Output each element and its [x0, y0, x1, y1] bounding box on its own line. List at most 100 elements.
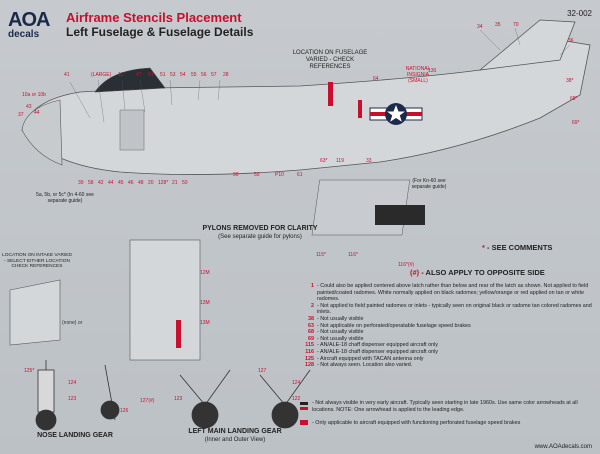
main-gear-drawing — [179, 369, 311, 429]
leader-lines — [69, 27, 571, 123]
stencil-label: 41 — [64, 72, 70, 78]
legend-row: 1- Could also be applied centered above … — [311, 283, 589, 303]
legend-row: 2- Not applied to field painted radomes … — [311, 302, 592, 316]
stencil-label: 45 — [118, 180, 124, 186]
main-gear-subtitle: (Inner and Outer View) — [204, 437, 266, 443]
stencil-label: (LARGE) — [91, 72, 112, 78]
stencil-label: 90 — [233, 172, 239, 178]
note-arrowheads: - Not always visible in very early aircr… — [312, 400, 578, 413]
legend-row: 69- Not usually visible — [308, 335, 364, 342]
gear-label: 123 — [174, 396, 183, 402]
stencil-label: 130 — [428, 68, 437, 74]
intake-location-note: LOCATION ON INTAKE VARIED - SELECT EITHE… — [2, 253, 72, 270]
pylons-subtitle: (See separate guide for pylons) — [218, 234, 302, 240]
stencil-label: 42 — [98, 180, 104, 186]
legend-row: 115- AN/ALE-18 chaff dispenser equipped … — [305, 342, 438, 349]
legend-row: 38- Not usually visible — [308, 315, 364, 322]
stencil-label: 33 — [366, 158, 372, 164]
see-guide-left: 5a, 5b, or 5c* (In 4-60 see separate gui… — [36, 192, 94, 204]
stencil-label: 63* — [320, 158, 328, 164]
stencil-label: 44 — [108, 180, 114, 186]
stencil-label: 37 — [18, 112, 24, 118]
legend-row: 116- AN/ALE-18 chaff dispenser equipped … — [305, 348, 438, 355]
nose-gear-drawing — [35, 360, 120, 431]
see-guide-kn: (For Kn-60 see separate guide) — [411, 178, 447, 190]
intake-red-marker — [176, 320, 181, 348]
speed-brake-swatch — [300, 420, 308, 425]
note-speed-brakes: - Only applicable to aircraft equipped w… — [312, 420, 521, 426]
pylons-title: PYLONS REMOVED FOR CLARITY — [202, 225, 318, 232]
stencil-label: 10a or 10b — [22, 92, 46, 98]
stencil-label: 58 — [88, 180, 94, 186]
chaff-label-116: 116* — [348, 252, 358, 258]
stencil-label: 119 — [336, 158, 344, 164]
gear-label: 126 — [120, 408, 129, 414]
intake-select-detail — [9, 279, 61, 346]
red-marker-1 — [328, 82, 333, 106]
sheet-code: 32-002 — [567, 9, 592, 18]
gear-label: 123 — [68, 396, 77, 402]
legend: 1- Could also be applied centered above … — [300, 283, 595, 369]
page-subtitle: Left Fuselage & Fuselage Details — [66, 25, 254, 39]
footer-url: www.AOAdecals.com — [534, 444, 592, 450]
stencil-label: 69* — [572, 120, 580, 126]
gear-label: 124 — [68, 380, 77, 386]
location-fuselage-note: LOCATION ON FUSELAGE VARIED - CHECK REFE… — [292, 50, 368, 70]
stencil-label: 59 — [254, 172, 260, 178]
legend-row: 128- Not always seen. Location also vari… — [305, 362, 413, 369]
page-title: Airframe Stencils Placement — [66, 10, 242, 25]
legend-row: 68- Not usually visible — [308, 329, 364, 336]
opposite-side-note: (#) - ALSO APPLY TO OPPOSITE SIDE — [410, 268, 545, 277]
stencil-label: 54 — [180, 72, 186, 78]
nose-gear-title: NOSE LANDING GEAR — [37, 432, 113, 439]
stencil-label: 36 — [568, 38, 574, 44]
stencil-label: 68* — [570, 96, 578, 102]
red-marker-2 — [358, 100, 362, 118]
stencil-label: 56 — [201, 72, 207, 78]
none-or-label: (none) or — [62, 320, 83, 326]
stencil-label: 61 — [297, 172, 303, 178]
gear-label: 127(#) — [140, 398, 155, 404]
stencil-label: 21 — [172, 180, 178, 186]
stencil-label: P10 — [275, 172, 284, 178]
main-gear-title: LEFT MAIN LANDING GEAR — [188, 428, 282, 435]
arrow-swatch-red — [300, 407, 308, 410]
gear-label: 127 — [258, 368, 267, 374]
stencil-label: 48 — [138, 180, 144, 186]
stencil-label: 64 — [373, 76, 379, 82]
gear-label: 12M — [200, 270, 210, 276]
stencil-label: 20 — [148, 180, 154, 186]
stencil-label: 51 — [160, 72, 166, 78]
intake-detail-panel — [129, 239, 201, 361]
stencil-label: 34 — [477, 24, 483, 30]
stencil-label: 128* — [158, 180, 169, 186]
stencil-label: 28 — [223, 72, 229, 78]
radome — [21, 99, 63, 166]
intake — [119, 109, 145, 151]
arrow-swatch-black — [300, 402, 308, 405]
gear-label: 125* — [24, 368, 35, 374]
stencil-label: 55 — [191, 72, 197, 78]
stencil-label: 47 — [136, 72, 142, 78]
national-insignia-note: NATIONAL INSIGNIA (SMALL) — [405, 66, 431, 84]
stencil-label: 51 — [148, 72, 154, 78]
legend-row: 63- Not applicable on perforated/operata… — [308, 322, 471, 329]
stencil-label: 39 — [78, 180, 84, 186]
stencil-label: 50 — [182, 180, 188, 186]
fuselage-body — [21, 39, 591, 175]
see-comments-note: * - SEE COMMENTS — [482, 243, 553, 252]
logo-text: AOA — [8, 9, 50, 31]
legend-row: 125- Aircraft equipped with TACAN antenn… — [305, 355, 424, 362]
national-insignia — [369, 103, 423, 125]
logo-subtext: decals — [8, 29, 40, 40]
chaff-label-116b: 116*(#) — [398, 262, 415, 268]
aoa-logo: AOA decals — [8, 10, 60, 40]
tail-fin — [478, 19, 576, 71]
stencil-label: 35 — [495, 22, 501, 28]
stencil-label: 53 — [170, 72, 176, 78]
stencil-label: 70 — [513, 22, 519, 28]
gear-label: 124 — [292, 380, 301, 386]
stencil-label: 57 — [211, 72, 217, 78]
